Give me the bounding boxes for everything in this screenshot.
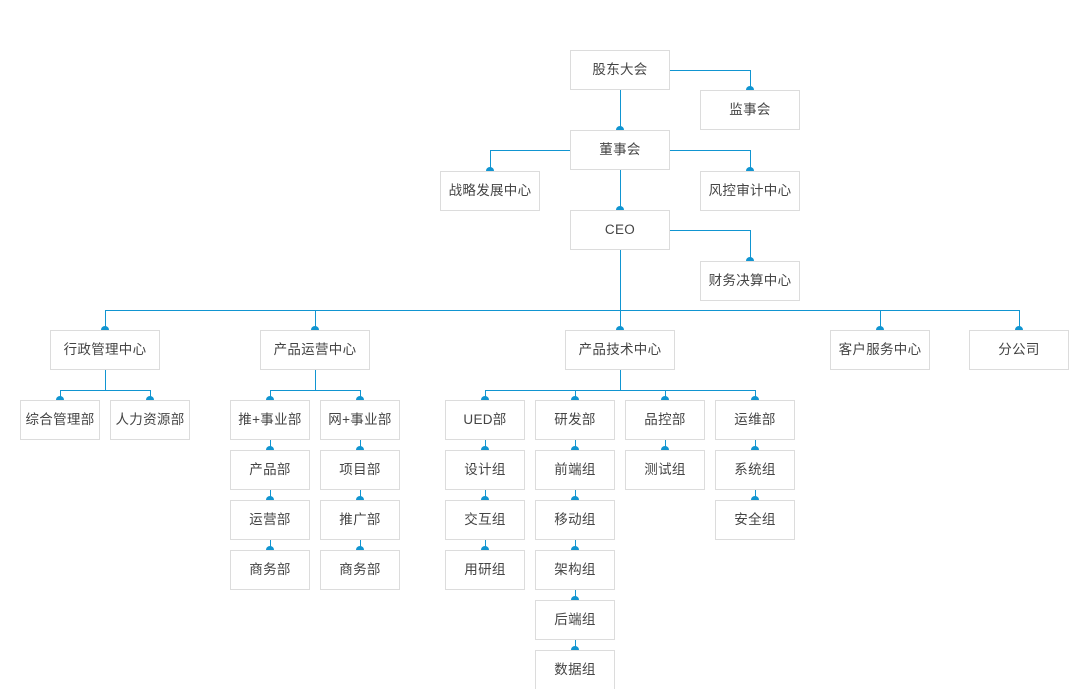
node-tech-col1-4[interactable]: 用研组 bbox=[445, 550, 525, 590]
edge-ops-col2-2-3 bbox=[360, 490, 361, 500]
edge-board-ceo bbox=[620, 170, 621, 210]
edge-admin-child-1-drop bbox=[60, 390, 61, 400]
edge-tech-col2-drop bbox=[575, 390, 576, 400]
node-tech-col2-5[interactable]: 后端组 bbox=[535, 600, 615, 640]
node-strategy-center[interactable]: 战略发展中心 bbox=[440, 171, 540, 211]
edge-tech-col4-1-2 bbox=[755, 440, 756, 450]
node-tech-col1-3[interactable]: 交互组 bbox=[445, 500, 525, 540]
edge-shareholders-supervisors-vertical bbox=[750, 70, 751, 90]
edge-tech-col1-drop bbox=[485, 390, 486, 400]
edge-ceo-division-bus bbox=[620, 250, 621, 310]
edge-tech-col1-2-3 bbox=[485, 490, 486, 500]
node-tech-col2-4[interactable]: 架构组 bbox=[535, 550, 615, 590]
edge-board-risk-vertical bbox=[750, 150, 751, 171]
edge-tech-col4-drop bbox=[755, 390, 756, 400]
edge-ops-col2-3-4 bbox=[360, 540, 361, 550]
edge-ops-col2-drop bbox=[360, 390, 361, 400]
node-tech-col3-2[interactable]: 测试组 bbox=[625, 450, 705, 490]
node-shareholders[interactable]: 股东大会 bbox=[570, 50, 670, 90]
node-ops-col2-2[interactable]: 项目部 bbox=[320, 450, 400, 490]
edge-shareholders-supervisors-horizontal bbox=[670, 70, 750, 71]
node-tech-col3-1[interactable]: 品控部 bbox=[625, 400, 705, 440]
edge-board-strategy-vertical bbox=[490, 150, 491, 171]
edge-tech-col2-2-3 bbox=[575, 490, 576, 500]
edge-bus-tech-center bbox=[620, 310, 621, 330]
edge-product-ops-down bbox=[315, 370, 316, 390]
edge-tech-col3-1-2 bbox=[665, 440, 666, 450]
edge-bus-product-ops-center bbox=[315, 310, 316, 330]
edge-board-strategy-horizontal bbox=[490, 150, 570, 151]
node-finance-center[interactable]: 财务决算中心 bbox=[700, 261, 800, 301]
edge-admin-center-down bbox=[105, 370, 106, 390]
edge-ops-col1-1-2 bbox=[270, 440, 271, 450]
edge-ceo-finance-horizontal bbox=[670, 230, 750, 231]
edge-bus-admin-center bbox=[105, 310, 106, 330]
edge-ops-col1-3-4 bbox=[270, 540, 271, 550]
edge-shareholders-board bbox=[620, 90, 621, 130]
node-tech-col2-6[interactable]: 数据组 bbox=[535, 650, 615, 689]
node-branch-company[interactable]: 分公司 bbox=[969, 330, 1069, 370]
node-ops-col2-3[interactable]: 推广部 bbox=[320, 500, 400, 540]
node-admin-child-1[interactable]: 综合管理部 bbox=[20, 400, 100, 440]
edge-tech-col1-3-4 bbox=[485, 540, 486, 550]
edge-ops-col2-1-2 bbox=[360, 440, 361, 450]
edge-board-risk-horizontal bbox=[670, 150, 750, 151]
node-tech-col4-3[interactable]: 安全组 bbox=[715, 500, 795, 540]
edge-ops-col1-2-3 bbox=[270, 490, 271, 500]
node-supervisors[interactable]: 监事会 bbox=[700, 90, 800, 130]
edge-admin-child-2-drop bbox=[150, 390, 151, 400]
node-customer-service-center[interactable]: 客户服务中心 bbox=[830, 330, 930, 370]
edge-admin-children-bus bbox=[60, 390, 150, 391]
node-tech-col2-1[interactable]: 研发部 bbox=[535, 400, 615, 440]
edge-ops-col1-drop bbox=[270, 390, 271, 400]
node-admin-center[interactable]: 行政管理中心 bbox=[50, 330, 160, 370]
node-board[interactable]: 董事会 bbox=[570, 130, 670, 170]
edge-tech-col1-1-2 bbox=[485, 440, 486, 450]
node-tech-col4-2[interactable]: 系统组 bbox=[715, 450, 795, 490]
edge-bus-branch-company bbox=[1019, 310, 1020, 330]
node-ops-col1-3[interactable]: 运营部 bbox=[230, 500, 310, 540]
edge-tech-col2-3-4 bbox=[575, 540, 576, 550]
node-admin-child-2[interactable]: 人力资源部 bbox=[110, 400, 190, 440]
node-ops-col2-4[interactable]: 商务部 bbox=[320, 550, 400, 590]
edge-bus-customer-service bbox=[880, 310, 881, 330]
node-tech-col4-1[interactable]: 运维部 bbox=[715, 400, 795, 440]
node-ops-col2-1[interactable]: 网+事业部 bbox=[320, 400, 400, 440]
edge-tech-children-bus bbox=[485, 390, 755, 391]
edge-tech-col3-drop bbox=[665, 390, 666, 400]
node-tech-col1-2[interactable]: 设计组 bbox=[445, 450, 525, 490]
node-product-ops-center[interactable]: 产品运营中心 bbox=[260, 330, 370, 370]
node-ops-col1-4[interactable]: 商务部 bbox=[230, 550, 310, 590]
node-tech-col2-2[interactable]: 前端组 bbox=[535, 450, 615, 490]
node-ops-col1-1[interactable]: 推+事业部 bbox=[230, 400, 310, 440]
edge-product-ops-children-bus bbox=[270, 390, 360, 391]
edge-tech-center-down bbox=[620, 370, 621, 390]
node-ceo[interactable]: CEO bbox=[570, 210, 670, 250]
edge-ceo-finance-vertical bbox=[750, 230, 751, 261]
division-bus-line bbox=[105, 310, 1019, 311]
edge-tech-col2-4-5 bbox=[575, 590, 576, 600]
node-tech-col1-1[interactable]: UED部 bbox=[445, 400, 525, 440]
node-ops-col1-2[interactable]: 产品部 bbox=[230, 450, 310, 490]
node-tech-col2-3[interactable]: 移动组 bbox=[535, 500, 615, 540]
node-tech-center[interactable]: 产品技术中心 bbox=[565, 330, 675, 370]
edge-tech-col2-5-6 bbox=[575, 640, 576, 650]
edge-tech-col2-1-2 bbox=[575, 440, 576, 450]
node-risk-audit-center[interactable]: 风控审计中心 bbox=[700, 171, 800, 211]
edge-tech-col4-2-3 bbox=[755, 490, 756, 500]
